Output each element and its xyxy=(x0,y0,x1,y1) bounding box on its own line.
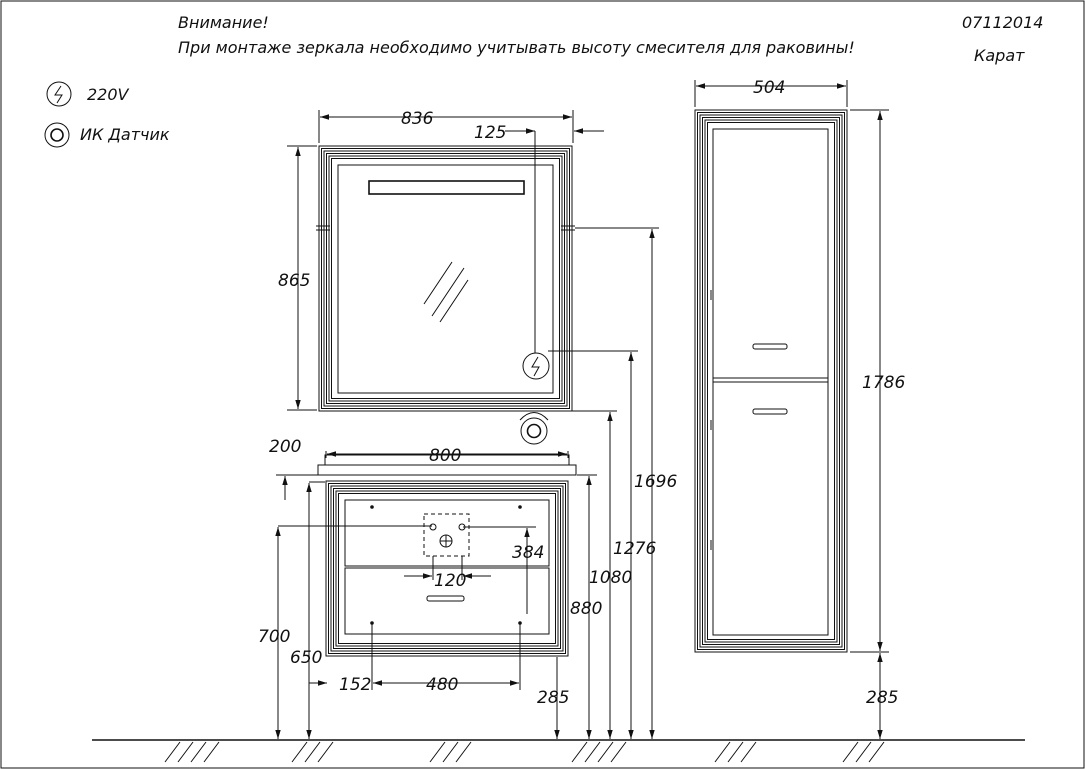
dim-mount-left: 152 xyxy=(339,675,371,695)
dim-cabinet-floor: 285 xyxy=(866,688,898,708)
mirror xyxy=(316,145,575,412)
vanity xyxy=(317,454,577,657)
legend-ir-sensor-label: ИК Датчик xyxy=(80,125,170,144)
cabinet-handle-lower xyxy=(752,408,788,415)
dim-pipe-height: 384 xyxy=(512,543,544,563)
ir-sensor-icon xyxy=(44,122,70,148)
dim-mirror-width: 836 xyxy=(401,109,434,129)
drawer-lower xyxy=(344,567,550,635)
drawer-upper xyxy=(344,499,550,567)
dim-mirror-height: 865 xyxy=(278,271,310,291)
dim-body-height: 700 xyxy=(258,627,290,647)
attention-title: Внимание! xyxy=(178,13,269,32)
dim-mirror-top-height: 1696 xyxy=(634,472,677,492)
cabinet-handle-upper xyxy=(752,343,788,350)
dim-cabinet-height: 1786 xyxy=(862,373,905,393)
legend-220v-label: 220V xyxy=(87,85,130,104)
floor-line xyxy=(92,739,1025,763)
dim-vanity-offset: 200 xyxy=(269,437,301,457)
tall-cabinet xyxy=(694,109,848,653)
plumbing-zone xyxy=(423,513,470,557)
dim-socket-height: 1276 xyxy=(613,539,656,559)
mirror-socket-lightning-icon xyxy=(522,352,550,380)
dim-vanity-width: 800 xyxy=(429,446,461,466)
mounting-note: При монтаже зеркала необходимо учитывать… xyxy=(178,38,855,57)
lightning-icon xyxy=(46,81,72,107)
led-strip xyxy=(368,180,525,195)
dim-mirror-offset: 125 xyxy=(474,123,506,143)
drawer-handle xyxy=(426,595,465,602)
dim-mount-spacing: 480 xyxy=(426,675,458,695)
ir-sensor xyxy=(519,412,549,445)
legend: 220V ИК Датчик xyxy=(44,81,170,148)
drawing-code: 07112014 xyxy=(962,13,1043,32)
dim-cabinet-width: 504 xyxy=(753,78,785,98)
dim-front-height: 650 xyxy=(290,648,322,668)
washbasin-rim xyxy=(317,464,577,476)
dim-vanity-floor: 285 xyxy=(537,688,569,708)
dim-pipe-spacing: 120 xyxy=(434,571,466,591)
dim-vanity-top-height: 880 xyxy=(570,599,602,619)
model-name: Карат xyxy=(974,46,1025,65)
glass-hatch xyxy=(423,261,469,323)
dim-top-height: 1080 xyxy=(589,568,632,588)
